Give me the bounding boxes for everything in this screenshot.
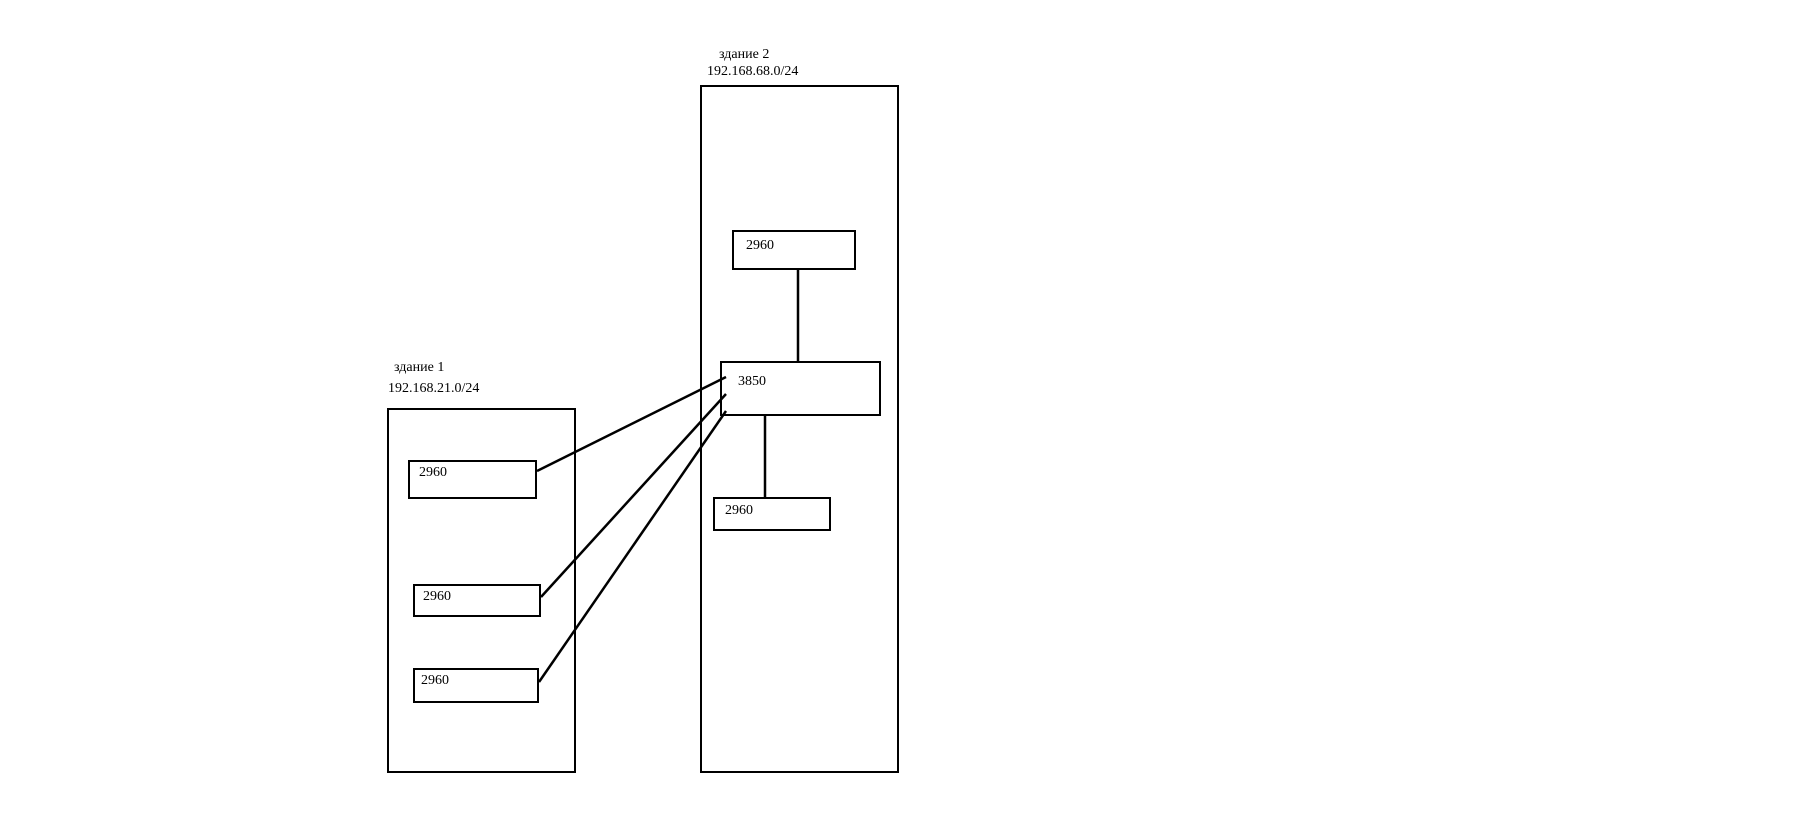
building1-switch-3-label: 2960 [421,673,449,688]
building1-switch-1 [408,460,537,499]
building1-switch-1-label: 2960 [419,465,447,480]
building1-subnet: 192.168.21.0/24 [388,381,480,396]
building2-subnet: 192.168.68.0/24 [707,64,799,79]
core-switch [720,361,881,416]
building1-switch-2 [413,584,541,617]
building1-frame [387,408,576,773]
building1-switch-2-label: 2960 [423,589,451,604]
building1-switch-3 [413,668,539,703]
building2-switch-top-label: 2960 [746,238,774,253]
core-switch-label: 3850 [738,374,766,389]
building2-frame [700,85,899,773]
building2-name: здание 2 [719,47,770,62]
building2-switch-top [732,230,856,270]
building2-switch-bottom-label: 2960 [725,503,753,518]
building2-switch-bottom [713,497,831,531]
building1-name: здание 1 [394,360,445,375]
